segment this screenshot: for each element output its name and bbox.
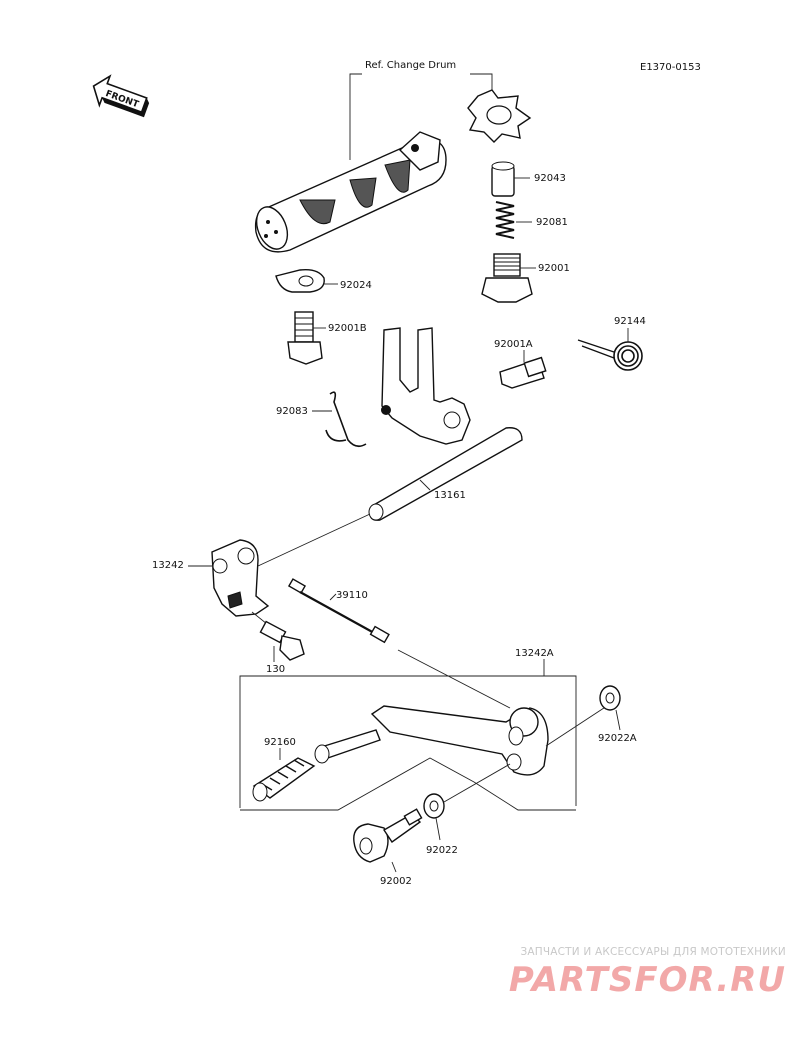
label-92083: 92083 <box>276 406 308 417</box>
label-130: 130 <box>266 664 285 675</box>
watermark-logo: PARTSFOR.RU <box>508 960 786 1000</box>
label-92081: 92081 <box>536 217 568 228</box>
spring-92144 <box>577 328 643 371</box>
diagram-code: E1370-0153 <box>640 62 701 73</box>
bracket-13242A <box>239 659 577 811</box>
rubber-92160 <box>252 748 316 802</box>
label-92001A: 92001A <box>494 339 533 350</box>
shift-shaft-13161 <box>368 327 523 521</box>
front-arrow-icon: FRONT <box>92 74 150 118</box>
label-92001: 92001 <box>538 263 570 274</box>
label-39110: 39110 <box>336 590 368 601</box>
tie-rod-39110 <box>287 578 390 644</box>
washer-92022A <box>599 685 621 731</box>
bolt-92001A <box>499 350 547 389</box>
label-92001B: 92001B <box>328 323 367 334</box>
spring-92081 <box>495 201 532 239</box>
shift-pedal <box>314 703 611 776</box>
label-92160: 92160 <box>264 737 296 748</box>
star-cam <box>467 89 532 143</box>
spring-92083 <box>312 391 367 448</box>
change-drum <box>254 131 447 253</box>
label-13242: 13242 <box>152 560 184 571</box>
watermark: ЗАПЧАСТИ И АКСЕССУАРЫ ДЛЯ МОТОТЕХНИКИ PA… <box>466 946 786 1000</box>
label-92043: 92043 <box>534 173 566 184</box>
pin-92043 <box>491 161 530 197</box>
label-92144: 92144 <box>614 316 646 327</box>
label-92022: 92022 <box>426 845 458 856</box>
label-92024: 92024 <box>340 280 372 291</box>
bolt-130 <box>259 620 305 662</box>
label-13161: 13161 <box>434 490 466 501</box>
lever-13242 <box>188 539 270 617</box>
bolt-92002 <box>353 808 423 873</box>
label-92002: 92002 <box>380 876 412 887</box>
washer-92022 <box>423 763 511 841</box>
ref-bracket <box>349 73 493 160</box>
ref-change-drum-label: Ref. Change Drum <box>365 60 456 71</box>
bolt-92001B <box>287 311 326 365</box>
lock-washer-92024 <box>275 268 338 293</box>
label-92022A: 92022A <box>598 733 637 744</box>
label-13242A: 13242A <box>515 648 554 659</box>
assembly-lines <box>251 513 511 709</box>
watermark-tagline: ЗАПЧАСТИ И АКСЕССУАРЫ ДЛЯ МОТОТЕХНИКИ <box>520 946 786 958</box>
plug-bolt-92001 <box>481 253 536 303</box>
